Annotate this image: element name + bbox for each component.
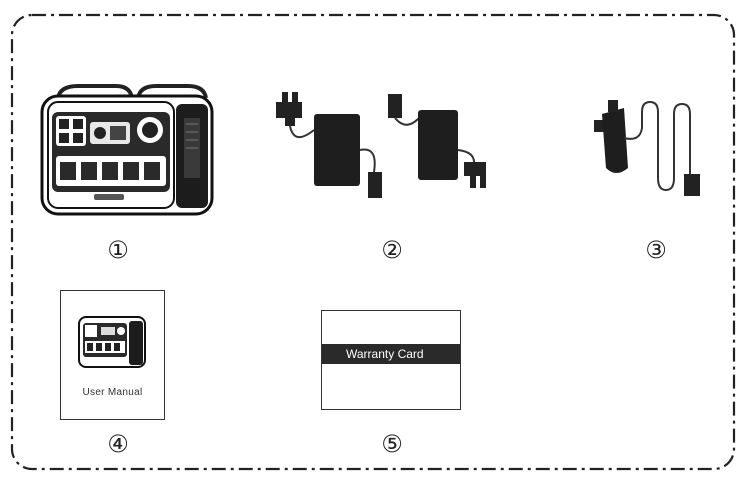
item-number-2: ② — [381, 236, 403, 264]
car-charger-icon — [594, 100, 700, 196]
power-station-thumbnail-icon — [78, 316, 146, 368]
item-number-4: ④ — [107, 430, 129, 458]
warranty-band: Warranty Card — [322, 344, 460, 364]
ac-adapters-icon — [276, 92, 486, 198]
warranty-card-icon: Warranty Card — [321, 310, 461, 410]
item-number-1: ① — [107, 236, 129, 264]
item-number-5: ⑤ — [381, 430, 403, 458]
user-manual-label: User Manual — [82, 387, 143, 398]
warranty-card-label: Warranty Card — [346, 347, 424, 361]
item-number-3: ③ — [645, 236, 667, 264]
power-station-icon — [40, 84, 214, 216]
user-manual-icon: User Manual — [60, 290, 165, 420]
